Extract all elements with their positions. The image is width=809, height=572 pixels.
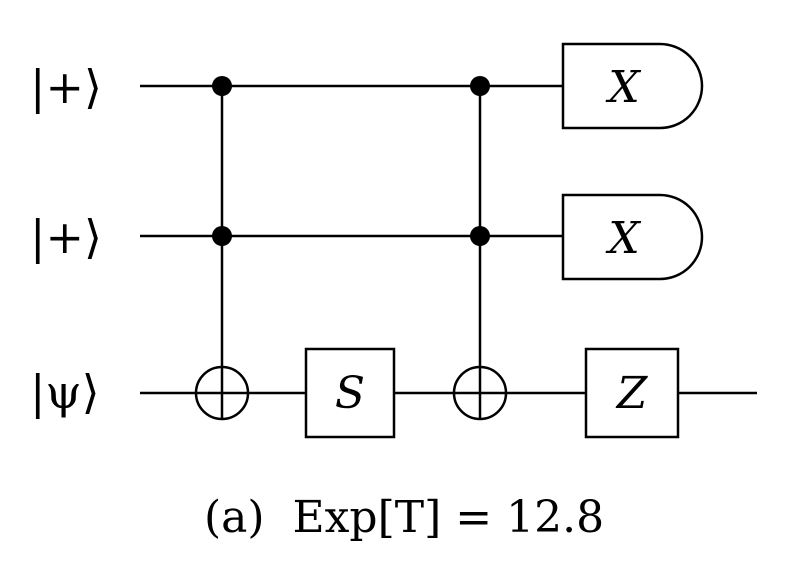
toffoli-1-target-icon (194, 365, 250, 421)
toffoli-1-control-dot-2 (212, 226, 232, 246)
qubit-label-1: |+⟩ (30, 60, 102, 114)
toffoli-2-control-dot-1 (470, 76, 490, 96)
measurement-gate-1: X (561, 42, 704, 130)
s-gate: S (304, 347, 396, 439)
s-gate-label: S (335, 368, 365, 419)
qubit-label-2: |+⟩ (30, 210, 102, 264)
measurement-gate-2-label: X (605, 213, 641, 264)
toffoli-2-target-icon (452, 365, 508, 421)
z-gate-label: Z (615, 368, 649, 419)
measurement-gate-2: X (561, 193, 704, 281)
figure-caption: (a) Exp[T] = 12.8 (204, 492, 604, 543)
z-gate: Z (584, 347, 680, 439)
toffoli-2-control-dot-2 (470, 226, 490, 246)
qubit-label-3: |ψ⟩ (30, 365, 100, 419)
toffoli-1-control-dot-1 (212, 76, 232, 96)
measurement-gate-1-label: X (605, 62, 641, 113)
